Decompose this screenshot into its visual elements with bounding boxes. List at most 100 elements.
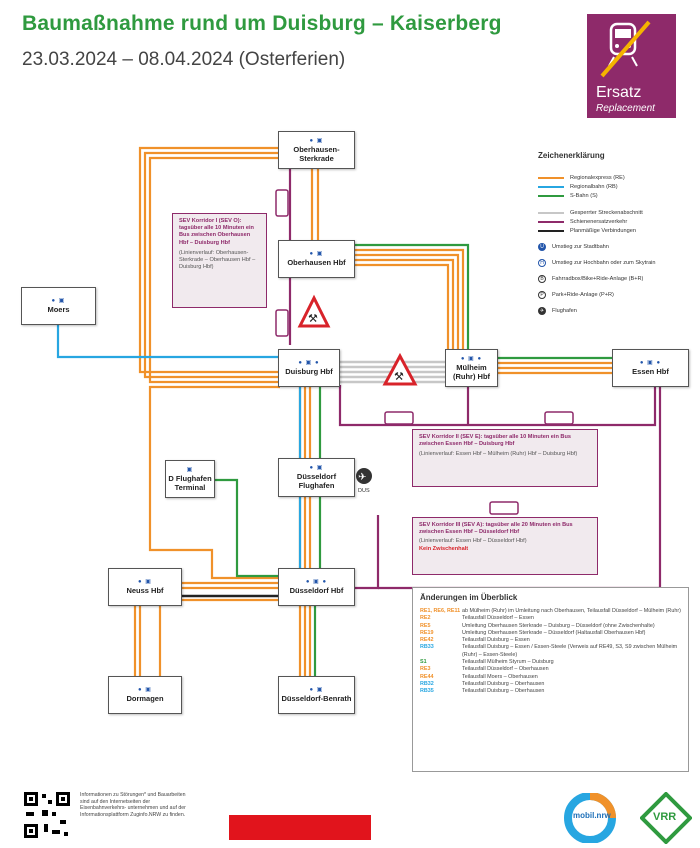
bus-icons bbox=[275, 189, 574, 515]
station-dormagen[interactable]: ● ▣ Dormagen bbox=[108, 676, 182, 714]
station-icons: ● ▣ bbox=[309, 137, 324, 144]
station-icons: ● ▣ bbox=[309, 251, 324, 257]
station-essen-hbf[interactable]: ● ▣ ● Essen Hbf bbox=[612, 349, 689, 387]
change-row: RE5 Umleitung Oberhausen Sterkrade – Duis… bbox=[420, 623, 681, 630]
change-line: RB32 bbox=[420, 680, 434, 687]
change-text: Teilausfall Düsseldorf – Oberhausen bbox=[462, 666, 549, 673]
hochbahn-icon: H bbox=[538, 259, 546, 267]
sev-heading: SEV Korridor I (SEV O): tagsüber alle 10… bbox=[179, 218, 254, 246]
re-swatch bbox=[538, 176, 564, 180]
stadtbahn-icon: U bbox=[538, 243, 546, 251]
changes-title: Änderungen im Überblick bbox=[420, 593, 518, 602]
station-name: Oberhausen Hbf bbox=[287, 258, 346, 267]
station-duesseldorf-hbf[interactable]: ● ▣ ● Düsseldorf Hbf bbox=[278, 568, 355, 606]
legend-item: Regionalbahn (RB) bbox=[538, 183, 618, 191]
station-icons: ● ▣ bbox=[51, 298, 66, 304]
planned-swatch bbox=[538, 229, 564, 233]
station-icons: ● ▣ ● bbox=[639, 360, 662, 366]
change-text: Teilausfall Duisburg – Oberhausen bbox=[462, 688, 545, 695]
rb-swatch bbox=[538, 185, 564, 189]
station-name: Oberhausen-Sterkrade bbox=[293, 144, 340, 163]
change-text: Teilausfall Duisburg – Essen / Essen-Ste… bbox=[462, 644, 678, 658]
station-duisburg-hbf[interactable]: ● ▣ ● Duisburg Hbf bbox=[278, 349, 340, 387]
change-row: RB32 Teilausfall Duisburg – Oberhausen bbox=[420, 681, 681, 688]
svg-text:✈: ✈ bbox=[358, 472, 366, 483]
change-line: RE19 bbox=[420, 629, 434, 636]
red-bar bbox=[229, 815, 371, 840]
station-name: Essen Hbf bbox=[632, 367, 669, 376]
sev-corridor-1-box: SEV Korridor I (SEV O): tagsüber alle 10… bbox=[172, 213, 267, 308]
bike-icon: B bbox=[538, 275, 546, 283]
station-name: Düsseldorf-Benrath bbox=[281, 694, 352, 703]
mobil-nrw-text: mobil.nrw bbox=[573, 811, 611, 820]
change-line: RE3 bbox=[420, 666, 431, 673]
change-text: Teilausfall Moers – Oberhausen bbox=[462, 673, 538, 680]
airport-legend-icon: ✈ bbox=[538, 307, 546, 315]
vrr-logo bbox=[640, 792, 692, 844]
station-oberhausen-sterkrade[interactable]: ● ▣ Oberhausen-Sterkrade bbox=[278, 131, 355, 169]
station-icons: ● ▣ ● bbox=[298, 360, 320, 366]
station-moers[interactable]: ● ▣ Moers bbox=[21, 287, 96, 325]
sbahn-lines bbox=[215, 243, 612, 678]
station-icons: ▣ bbox=[186, 466, 194, 473]
station-name: Mülheim (Ruhr) Hbf bbox=[452, 362, 491, 381]
station-icons: ● ▣ ● bbox=[460, 355, 483, 362]
change-text: Teilausfall Duisburg – Oberhausen bbox=[462, 680, 545, 687]
change-line: S1 bbox=[420, 659, 427, 666]
station-duesseldorf-flughafen[interactable]: ● ▣ Düsseldorf Flughafen bbox=[278, 458, 355, 497]
sev-route: (Linienverlauf: Essen Hbf – Düsseldorf H… bbox=[419, 538, 527, 545]
legend-item: S-Bahn (S) bbox=[538, 192, 598, 200]
sev-heading: SEV Korridor II (SEV E): tagsüber alle 1… bbox=[419, 434, 571, 448]
airport-icon: ✈ bbox=[356, 468, 372, 484]
page-title: Baumaßnahme rund um Duisburg – Kaiserber… bbox=[22, 12, 502, 35]
mobil-nrw-logo bbox=[564, 793, 616, 843]
station-muelheim-hbf[interactable]: ● ▣ ● Mülheim (Ruhr) Hbf bbox=[445, 349, 498, 387]
station-neuss-hbf[interactable]: ● ▣ Neuss Hbf bbox=[108, 568, 182, 606]
svg-text:⚒: ⚒ bbox=[308, 312, 318, 325]
station-name: Dormagen bbox=[126, 694, 164, 703]
change-line: RE5 bbox=[420, 622, 431, 629]
legend-item: Gesperrter Streckenabschnitt bbox=[538, 209, 643, 217]
legend-item: Planmäßige Verbindungen bbox=[538, 227, 636, 235]
park-ride-icon: P bbox=[538, 291, 546, 299]
station-duesseldorf-benrath[interactable]: ● ▣ Düsseldorf-Benrath bbox=[278, 676, 355, 714]
footer-info: Informationen zu Störungen* und Bauarbei… bbox=[80, 792, 186, 818]
station-flughafen-terminal[interactable]: ▣ D Flughafen Terminal bbox=[165, 460, 215, 498]
change-line: RE42 bbox=[420, 637, 434, 644]
change-text: Teilausfall Duisburg – Essen bbox=[462, 637, 530, 644]
sev-route: (Linienverlauf: Essen Hbf – Mülheim (Ruh… bbox=[419, 451, 578, 458]
change-text: Umleitung Oberhausen Sterkrade – Duisbur… bbox=[462, 622, 655, 629]
change-line: RE2 bbox=[420, 615, 431, 622]
construction-warning-icons: ⚒ ⚒ bbox=[297, 294, 418, 386]
svg-text:⚒: ⚒ bbox=[394, 370, 404, 383]
qr-code-icon[interactable] bbox=[22, 790, 72, 840]
change-text: ab Mülheim (Ruhr) im Umleitung nach Ober… bbox=[462, 608, 681, 614]
change-text: Umleitung Oberhausen Sterkrade – Düsseld… bbox=[462, 629, 646, 636]
change-row: RB35 Teilausfall Duisburg – Oberhausen bbox=[420, 688, 681, 695]
ersatz-label: Ersatz bbox=[596, 84, 642, 101]
legend-item: Regionalexpress (RE) bbox=[538, 174, 625, 182]
change-line: RE1, RE6, RE11 bbox=[420, 608, 461, 614]
date-range: 23.03.2024 – 08.04.2024 (Osterferien) bbox=[22, 49, 346, 70]
ersatz-badge: Ersatz Replacement bbox=[587, 14, 676, 118]
change-row: S1 Teilausfall Mülheim Styrum – Duisburg bbox=[420, 659, 681, 666]
sev-route: (Linienverlauf: Oberhausen-Sterkrade – O… bbox=[179, 249, 256, 271]
change-line: RB35 bbox=[420, 688, 434, 695]
change-row: RE2 Teilausfall Düsseldorf – Essen bbox=[420, 615, 681, 622]
station-icons: ● ▣ bbox=[309, 465, 324, 471]
closed-swatch bbox=[538, 211, 564, 215]
station-icons: ● ▣ bbox=[309, 687, 324, 693]
station-oberhausen-hbf[interactable]: ● ▣ Oberhausen Hbf bbox=[278, 240, 355, 278]
station-icons: ● ▣ bbox=[138, 687, 152, 693]
replacement-label: Replacement bbox=[596, 103, 655, 114]
change-text: Teilausfall Mülheim Styrum – Duisburg bbox=[462, 659, 554, 666]
change-text: Teilausfall Düsseldorf – Essen bbox=[462, 615, 534, 622]
rb-lines bbox=[56, 325, 302, 572]
change-row: RE19 Umleitung Oberhausen Sterkrade – Düs… bbox=[420, 630, 681, 637]
